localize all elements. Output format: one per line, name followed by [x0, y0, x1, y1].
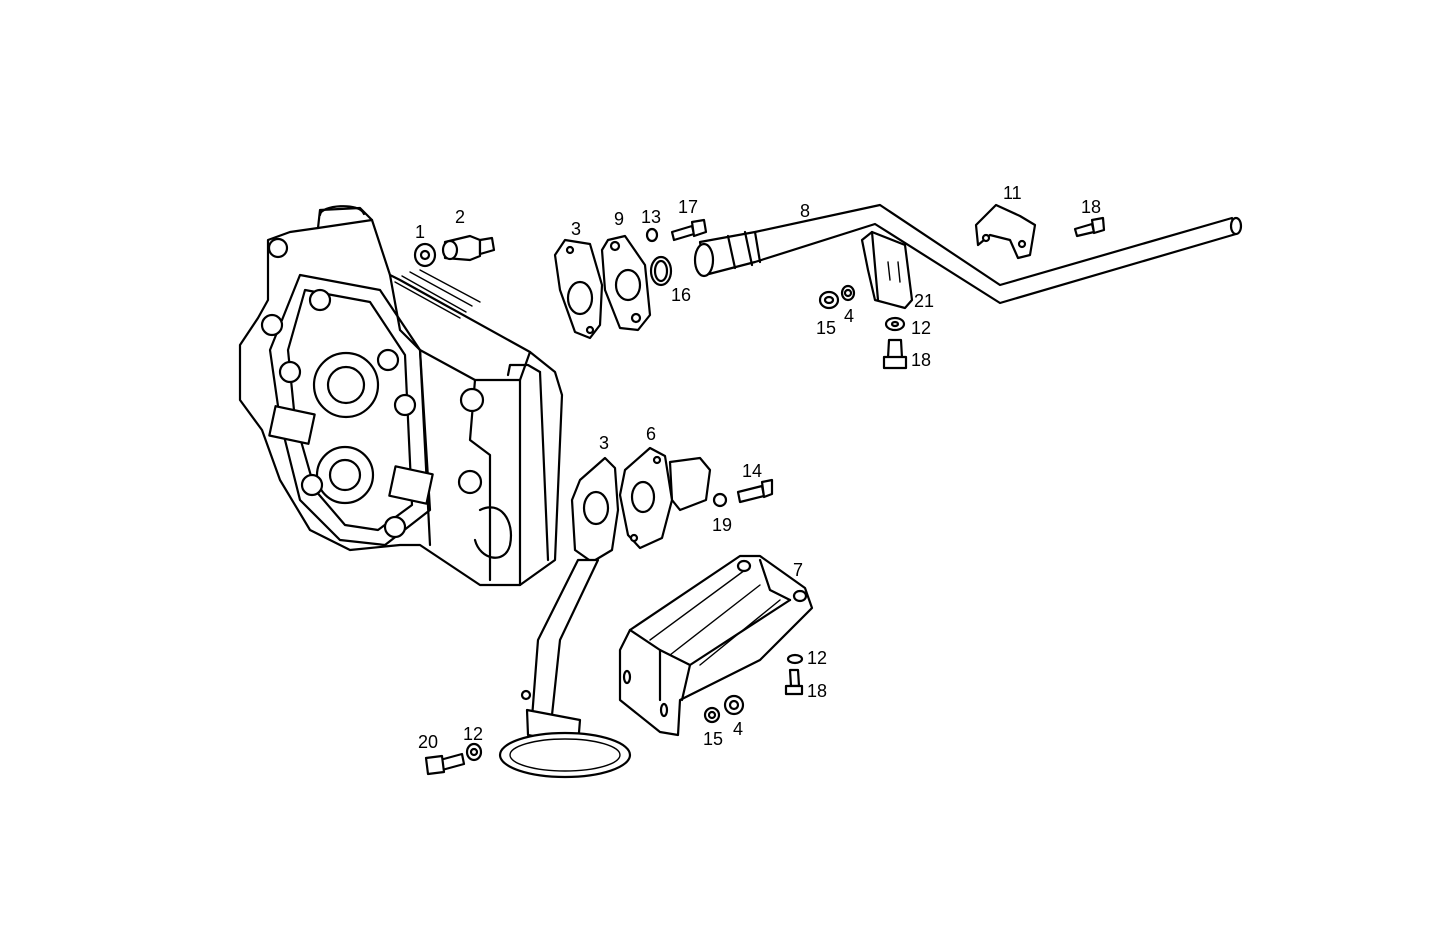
- part-label: 3: [599, 433, 609, 453]
- gasket-part-3-upper: [553, 238, 604, 340]
- part-label: 2: [455, 207, 465, 227]
- flange-part-6: [618, 446, 712, 550]
- part-label: 15: [703, 729, 723, 749]
- clamp-part-11: [974, 203, 1037, 260]
- part-label: 4: [844, 306, 854, 326]
- washer-part-13: [645, 227, 659, 243]
- nut-part-15-low: [703, 706, 721, 724]
- plug-part-2: [441, 234, 496, 262]
- part-label: 19: [712, 515, 732, 535]
- gasket-part-3-lower: [570, 456, 620, 564]
- washer-part-19: [712, 492, 728, 508]
- part-label: 20: [418, 732, 438, 752]
- washer-part-1: [413, 242, 437, 268]
- part-label: 21: [914, 291, 934, 311]
- part-label: 14: [742, 461, 762, 481]
- part-label: 12: [807, 648, 827, 668]
- part-label: 18: [807, 681, 827, 701]
- o-ring-part-16: [649, 255, 673, 287]
- part-label: 12: [463, 724, 483, 744]
- bolt-part-18-low: [784, 668, 804, 696]
- part-label: 16: [671, 285, 691, 305]
- part-label: 11: [1003, 183, 1022, 203]
- bolt-part-18-top: [1073, 216, 1106, 238]
- bracket-part-21: [860, 230, 914, 310]
- part-label: 8: [800, 201, 810, 221]
- washer-part-12-top: [884, 316, 906, 332]
- part-label: 4: [733, 719, 743, 739]
- part-label: 7: [793, 560, 803, 580]
- part-labels: 1 2 3 9 13 17 16 8 11 18 21 15 4 12 18 3…: [415, 183, 1101, 752]
- bolt-part-17: [670, 218, 708, 242]
- part-label: 9: [614, 209, 624, 229]
- bolt-part-14: [736, 478, 774, 504]
- suction-pipe: [498, 558, 632, 779]
- part-label: 13: [641, 207, 661, 227]
- washer-part-12-right: [786, 653, 804, 665]
- part-label: 18: [911, 350, 931, 370]
- part-label: 3: [571, 219, 581, 239]
- bolt-part-18-mid: [882, 338, 908, 370]
- part-label: 17: [678, 197, 698, 217]
- part-label: 12: [911, 318, 931, 338]
- nut-part-4-low: [723, 694, 745, 716]
- pipe-part-8: [693, 203, 1243, 305]
- bolt-part-20: [424, 752, 466, 776]
- washer-part-12-low: [465, 742, 483, 762]
- nut-part-15-top: [818, 290, 840, 310]
- part-label: 6: [646, 424, 656, 444]
- flange-part-9: [600, 234, 652, 332]
- part-label: 18: [1081, 197, 1101, 217]
- gearbox-housing: [238, 205, 564, 587]
- part-label: 15: [816, 318, 836, 338]
- oil-pan-part-7: [618, 554, 814, 737]
- part-label: 1: [415, 222, 425, 242]
- washer-part-4-top: [840, 284, 856, 302]
